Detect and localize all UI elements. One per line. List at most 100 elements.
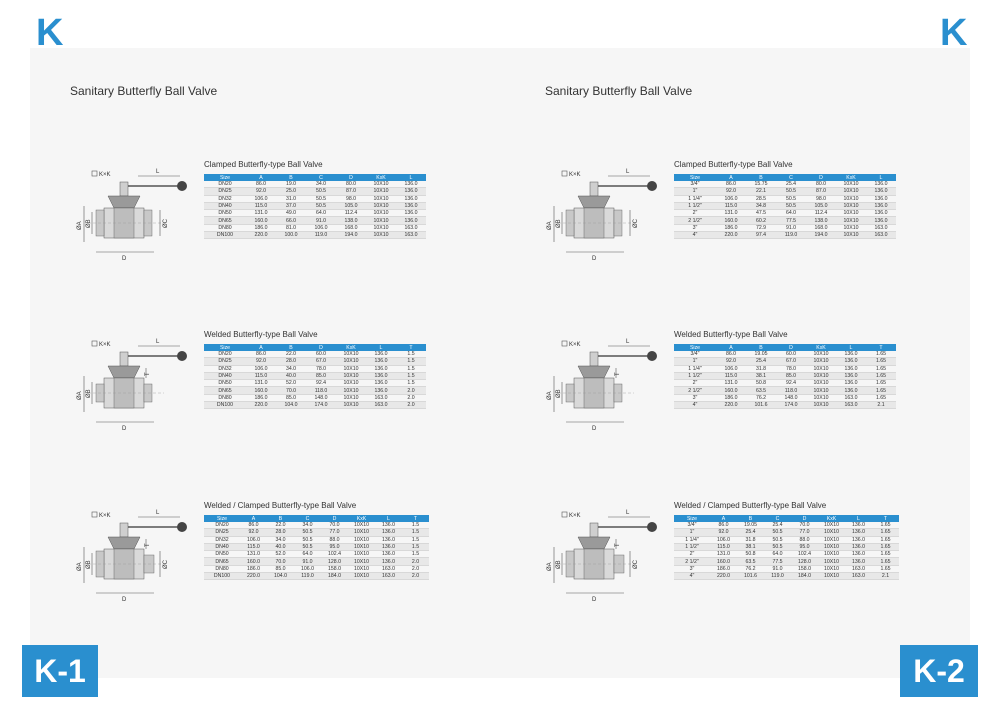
table-cell: 38.1 — [737, 543, 764, 552]
table-cell: 194.0 — [336, 231, 366, 240]
table-cell: 136.0 — [396, 202, 426, 211]
table-cell: 10X10 — [836, 187, 866, 196]
column-header: KxK — [818, 515, 845, 522]
page-label-right: K-2 — [900, 645, 978, 697]
table-cell: 63.5 — [746, 386, 776, 395]
table-cell: DN50 — [204, 550, 240, 559]
table-cell: 91.0 — [764, 565, 791, 574]
table-cell: DN20 — [204, 351, 246, 359]
table-cell: 1.65 — [866, 351, 896, 359]
table-cell: 118.0 — [776, 386, 806, 395]
table-cell: 86.0 — [240, 522, 267, 530]
column-header: L — [375, 515, 402, 522]
table-cell: 131.0 — [246, 209, 276, 218]
table-cell: 160.0 — [716, 216, 746, 225]
valve-bonnet — [577, 195, 611, 209]
column-header: B — [746, 344, 776, 351]
dim-l-label: L — [156, 339, 160, 345]
table-cell: 1.65 — [872, 536, 899, 544]
table-cell: 31.8 — [746, 365, 776, 373]
table-cell: 1.65 — [866, 357, 896, 366]
table-cell: 136.0 — [866, 187, 896, 196]
table-cell: 106.0 — [294, 565, 321, 574]
valve-bonnet — [107, 536, 141, 550]
dim-c-label: ØC — [163, 559, 169, 569]
table-cell: 77.0 — [791, 528, 818, 537]
table-cell: 115.0 — [716, 372, 746, 381]
table-cell: 10X10 — [818, 543, 845, 552]
table-cell: 70.0 — [321, 522, 348, 530]
table-cell: 50.5 — [764, 543, 791, 552]
table-cell: 104.0 — [276, 401, 306, 410]
table-cell: 60.2 — [746, 216, 776, 225]
table-cell: 3" — [674, 224, 716, 233]
table-cell: 106.0 — [716, 195, 746, 203]
table-cell: 136.0 — [396, 187, 426, 196]
handle-knob — [177, 522, 187, 532]
table-cell: 4" — [674, 572, 710, 581]
table-cell: 28.0 — [276, 357, 306, 366]
table-cell: 119.0 — [306, 231, 336, 240]
table-cell: 119.0 — [294, 572, 321, 581]
table-cell: 2 1/2" — [674, 216, 716, 225]
table-cell: 136.0 — [375, 557, 402, 566]
column-header: Size — [674, 174, 716, 181]
table-cell: 10X10 — [836, 231, 866, 240]
valve-stem — [119, 181, 129, 197]
table-cell: 1.5 — [396, 372, 426, 381]
table-cell: 104.0 — [267, 572, 294, 581]
valve-stem — [119, 522, 129, 538]
handle-knob — [177, 181, 187, 191]
column-header: C — [306, 174, 336, 181]
table-cell: 50.5 — [764, 536, 791, 544]
table-cell: 1 1/2" — [674, 202, 716, 211]
table-cell: 49.0 — [276, 209, 306, 218]
column-header: D — [791, 515, 818, 522]
table-cell: 220.0 — [716, 401, 746, 410]
table-cell: 10X10 — [366, 231, 396, 240]
column-header: KxK — [836, 174, 866, 181]
table-cell: 184.0 — [791, 572, 818, 581]
table-cell: 1.65 — [866, 394, 896, 403]
table-cell: 186.0 — [240, 565, 267, 574]
table-cell: 1 1/2" — [674, 372, 716, 381]
table-cell: 136.0 — [396, 209, 426, 218]
table-cell: 1" — [674, 357, 716, 366]
table-cell: 131.0 — [240, 550, 267, 559]
table-cell: 1.65 — [872, 565, 899, 574]
column-header: A — [716, 174, 746, 181]
column-header: KxK — [366, 174, 396, 181]
table-cell: 118.0 — [306, 386, 336, 395]
table-cell: 136.0 — [836, 351, 866, 359]
table-cell: 2" — [674, 550, 710, 559]
table-cell: 95.0 — [321, 543, 348, 552]
table-cell: 186.0 — [716, 394, 746, 403]
dim-d-label: D — [122, 256, 127, 262]
table-cell: 67.0 — [306, 357, 336, 366]
table-cell: 10X10 — [806, 357, 836, 366]
column-header: D — [806, 174, 836, 181]
table-cell: 10X10 — [366, 224, 396, 233]
table-cell: 34.0 — [306, 181, 336, 189]
table-cell: 10X10 — [336, 379, 366, 388]
table-cell: 160.0 — [246, 216, 276, 225]
table-cell: 28.0 — [267, 528, 294, 537]
table-cell: 34.8 — [746, 202, 776, 211]
table-cell: DN40 — [204, 202, 246, 211]
table-cell: 106.0 — [246, 365, 276, 373]
dim-c-label: ØC — [633, 218, 639, 228]
table-cell: 4" — [674, 401, 716, 410]
table-cell: 97.4 — [746, 231, 776, 240]
